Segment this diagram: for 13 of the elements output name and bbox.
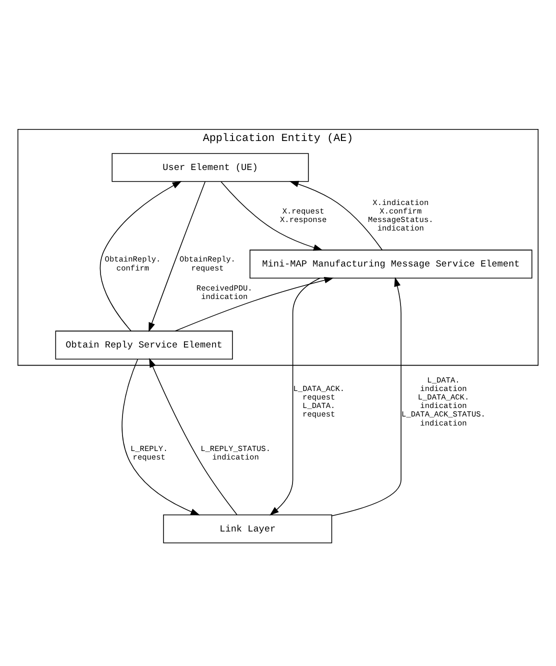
node-box: Obtain Reply Service Element bbox=[55, 330, 233, 360]
arrow bbox=[100, 181, 182, 332]
arrow bbox=[220, 181, 323, 251]
arrow bbox=[174, 276, 334, 332]
arrow bbox=[331, 277, 402, 516]
arrow bbox=[122, 358, 200, 516]
arrow bbox=[289, 180, 383, 250]
arrow bbox=[149, 358, 238, 515]
node-box: Link Layer bbox=[163, 514, 332, 544]
arrow bbox=[148, 181, 206, 332]
node-box: User Element (UE) bbox=[112, 153, 309, 182]
arrow bbox=[270, 278, 321, 516]
node-box: Mini-MAP Manufacturing Message Service Element bbox=[250, 250, 532, 278]
